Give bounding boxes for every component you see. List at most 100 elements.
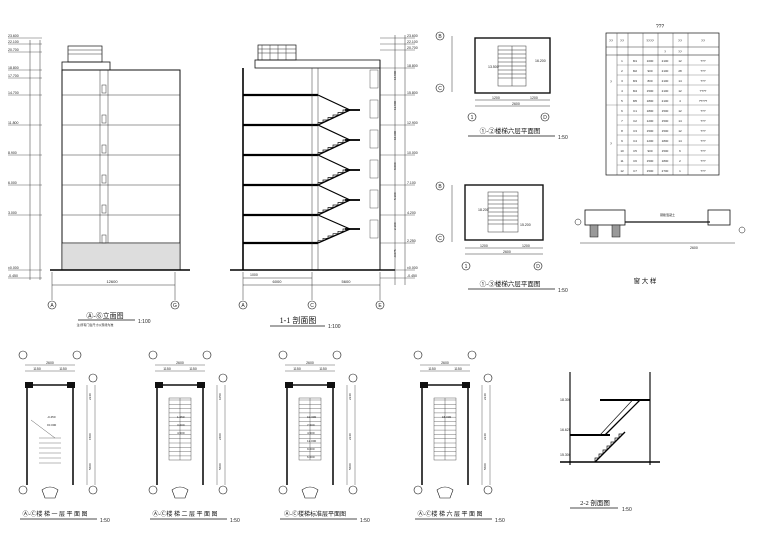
plan-right-dim: 2400	[218, 433, 222, 440]
table-header: ????	[646, 39, 654, 43]
table-cell: 1500	[647, 89, 654, 93]
section-dim-left: 6000	[273, 279, 283, 284]
plan-level: 12.000	[307, 439, 317, 443]
section-axis-e: E	[378, 303, 382, 309]
stair6b-dim-1: 1200	[480, 244, 488, 248]
table-cell: 3	[621, 79, 623, 83]
table-cell: 1800	[662, 159, 669, 163]
table-cell: 2100	[662, 59, 669, 63]
stair-slab	[317, 214, 351, 230]
plan-right-dim: 2240	[348, 433, 352, 440]
table-cell: 8	[621, 129, 623, 133]
section-2-2-title: 2-2 剖面图	[580, 498, 610, 507]
elev-level-label: 22.100	[8, 40, 19, 44]
table-cell: ???	[700, 119, 705, 123]
table-group-label: ?	[610, 142, 612, 146]
plan-dim: 1150	[293, 367, 301, 371]
plan-dim: 1150	[33, 367, 41, 371]
canopy-note: 钢筋混凝土	[660, 212, 675, 217]
elev-level-label: 14.700	[8, 91, 19, 95]
table-cell: 12	[678, 129, 682, 133]
door-swing	[171, 486, 189, 499]
canopy-dim: 2600	[690, 246, 698, 250]
table-cell: ???	[700, 139, 705, 143]
stair6a-dim-2: 1200	[530, 96, 538, 100]
table-cell: 12	[620, 169, 624, 173]
stair6b-axis-b: B	[438, 184, 442, 190]
stair-slab	[317, 124, 351, 141]
table-cell: 1500	[662, 149, 669, 153]
table-cell: C6	[633, 159, 637, 163]
section-stair-flights	[317, 69, 379, 244]
table-cell: C7	[633, 169, 637, 173]
table-cell: 1800	[647, 99, 654, 103]
stair6a-dim-1: 1200	[492, 96, 500, 100]
plan-level: 9.000	[307, 447, 315, 451]
plan-dim: 1150	[454, 367, 462, 371]
section-window	[369, 189, 379, 209]
stair6b-level: 18.200	[478, 208, 489, 212]
table-cell: ???	[700, 109, 705, 113]
elev-level-label: ±0.000	[8, 266, 19, 270]
table-cell: 14	[678, 79, 682, 83]
sec-level-label: 22.100	[407, 40, 418, 44]
plan-dim: 1150	[319, 367, 327, 371]
section22-level-2: 16.625	[560, 428, 571, 432]
elevation-level-marks: 23.60022.10020.70018.80017.70014.70011.8…	[8, 34, 42, 279]
plan-level: 10.300	[307, 415, 317, 419]
table-cell: M4	[633, 89, 637, 93]
sec-level-label: 18.800	[407, 64, 418, 68]
stair6b-axis-1: 1	[465, 264, 468, 270]
table-cell: 4	[621, 89, 623, 93]
sec-level-label: 4.200	[407, 211, 416, 215]
section-2-2-scale: 1:50	[622, 507, 632, 513]
section22-stair	[594, 399, 641, 463]
plan-level: 6.000	[307, 455, 315, 459]
table-cell: 14	[678, 119, 682, 123]
stair6a-scale: 1:50	[558, 135, 568, 141]
elev-level-label: 20.700	[8, 48, 19, 52]
section-1-1-scale: 1:100	[328, 324, 341, 330]
table-subheader: ??	[678, 50, 682, 54]
section-1-1-drawing: 23.60022.10020.70018.80015.80012.90010.0…	[230, 34, 418, 330]
table-cell: 2	[679, 159, 681, 163]
stair-plan-scale: 1:50	[360, 518, 370, 524]
stair6a-axis-b: B	[438, 34, 442, 40]
plan-dim: 1150	[189, 367, 197, 371]
stair-plan-title: Ⓐ-Ⓒ楼 梯 六 层 平 面 图	[418, 510, 483, 518]
stair6b-axis-c: C	[438, 236, 442, 242]
sec-level-label: 20.700	[407, 46, 418, 50]
table-header: ??	[678, 39, 682, 43]
plan-dim: 2600	[176, 361, 184, 365]
section-axis-a: A	[241, 303, 245, 309]
table-cell: ???	[700, 69, 705, 73]
plan-right-dim: 5600	[88, 463, 92, 470]
plan-level: 1.650	[177, 415, 185, 419]
stair-slab	[317, 109, 351, 126]
table-cell: C3	[633, 129, 637, 133]
stair-plan-title: Ⓐ-Ⓒ楼 梯 一 层 平 面 图	[23, 510, 88, 518]
elev-level-label: 8.900	[8, 151, 17, 155]
table-cell: 2	[621, 69, 623, 73]
sec-level-label: ±0.000	[407, 266, 418, 270]
table-header: ??	[609, 39, 613, 43]
elevation-drawing: 23.60022.10020.70018.80017.70014.70011.8…	[8, 34, 190, 327]
table-cell: 6	[679, 149, 681, 153]
table-cell: 1200	[647, 119, 654, 123]
table-cell: 1500	[647, 159, 654, 163]
sec-level-label: 15.800	[407, 91, 418, 95]
elev-level-label: 6.000	[8, 181, 17, 185]
table-cell: M1	[633, 59, 637, 63]
door-swing	[41, 486, 59, 499]
section22-level-1: 18.300	[560, 398, 571, 402]
stair6b-dim-2: 1200	[522, 244, 530, 248]
table-cell: 900	[647, 69, 652, 73]
table-cell: 12	[678, 89, 682, 93]
stair-plan-scale: 1:50	[100, 518, 110, 524]
elev-level-label: 23.600	[8, 34, 19, 38]
stair6b-title: ①-③楼梯六层平面图	[480, 279, 541, 288]
elevation-title: Ⓐ-Ⓖ立面图	[86, 311, 123, 320]
